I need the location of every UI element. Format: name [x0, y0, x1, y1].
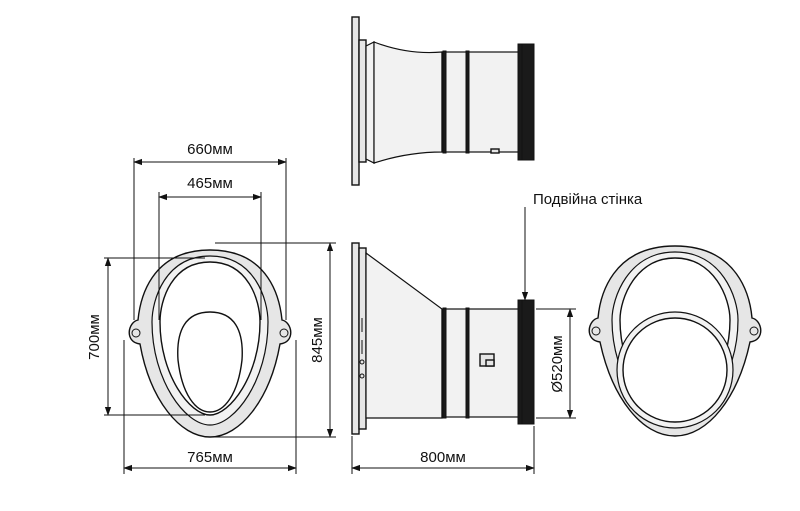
labels: 660мм 465мм 700мм 845мм 765мм 800мм Ø520…	[86, 141, 643, 466]
top-transition	[365, 41, 375, 164]
outer-height-label: 845мм	[309, 317, 326, 363]
left-front-view	[128, 249, 292, 438]
top-seam-band-2	[465, 50, 470, 154]
side-flange-plate	[351, 242, 360, 435]
length-label: 800мм	[420, 449, 466, 466]
top-flange-plate	[351, 16, 360, 186]
top-cylinder	[441, 51, 521, 153]
bottom-side-view	[351, 242, 535, 435]
side-seam-band-2	[465, 307, 470, 419]
left-through-hole	[177, 311, 243, 413]
right-view-right-ear-hole	[749, 326, 759, 336]
inner-height-label: 700мм	[86, 314, 103, 360]
side-label-box-inner	[485, 359, 495, 367]
right-front-view	[588, 245, 762, 437]
top-body-taper	[373, 41, 443, 164]
top-flange-collar	[358, 39, 367, 163]
side-body-taper	[365, 251, 443, 419]
top-seam-band-1	[442, 50, 447, 154]
inner-width-label: 465мм	[187, 175, 233, 192]
double-wall-label: Подвійна стінка	[533, 191, 643, 208]
top-side-view	[351, 16, 535, 186]
right-view-left-ear-hole	[591, 326, 601, 336]
diameter-label: Ø520мм	[549, 335, 566, 392]
side-seal-ring	[517, 299, 535, 425]
flange-hole-2	[359, 373, 365, 379]
left-ear-hole	[131, 328, 141, 338]
dimension-lines	[104, 158, 576, 474]
side-flange-collar	[358, 247, 367, 430]
right-ear-hole	[279, 328, 289, 338]
right-pipe-ring-inner	[622, 317, 728, 423]
top-small-detail	[490, 148, 500, 154]
side-seam-band-1	[442, 307, 447, 419]
flange-hole-1	[359, 359, 365, 365]
outer-width-label: 660мм	[187, 141, 233, 158]
base-width-label: 765мм	[187, 449, 233, 466]
top-seal-ring	[517, 43, 535, 161]
